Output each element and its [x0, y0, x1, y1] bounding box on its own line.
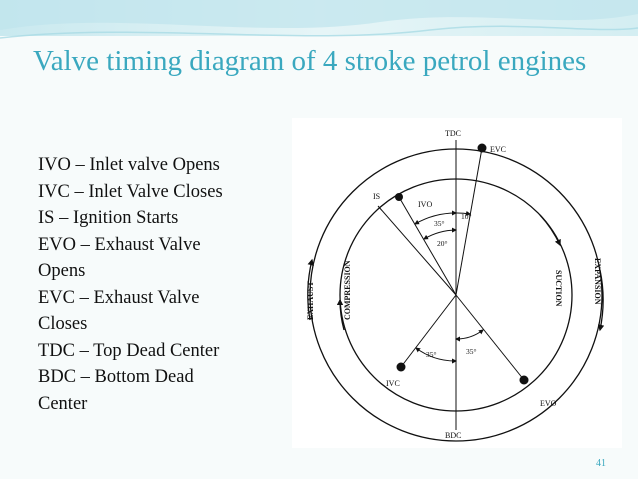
bdc-label: BDC	[445, 431, 461, 440]
exhaust-label: EXHAUST	[306, 281, 315, 320]
is-label: IS	[373, 192, 380, 201]
legend-line: EVO – Exhaust Valve	[38, 234, 201, 255]
compression-label: COMPRESSION	[343, 260, 352, 320]
is-angle-arc	[423, 227, 457, 240]
ivc-label: IVC	[386, 379, 400, 388]
legend-line: BDC – Bottom Dead	[38, 367, 194, 387]
suction-label: SUCTION	[554, 270, 563, 307]
ivc-line	[400, 294, 457, 368]
legend-line: TDC – Top Dead Center	[38, 340, 220, 361]
ivo-angle-label: 35°	[434, 219, 445, 228]
legend-line: Closes	[38, 314, 88, 334]
legend-line: IVC – Inlet Valve Closes	[38, 181, 223, 202]
evc-angle-label: 10°	[461, 212, 472, 221]
compression-direction-arrow	[336, 298, 345, 331]
ivc-angle-label: 35°	[426, 350, 437, 359]
legend-line: EVC – Exhaust Valve	[38, 287, 200, 308]
expansion-direction-arrow	[597, 269, 605, 332]
legend-line: IS – Ignition Starts	[38, 208, 179, 228]
evo-line	[455, 294, 525, 381]
evc-marker	[477, 143, 487, 153]
expansion-label: EXPANSION	[593, 258, 602, 305]
evo-angle-label: 35°	[466, 347, 477, 356]
evo-marker	[519, 375, 529, 385]
evo-angle-arc	[455, 329, 484, 342]
ivo-line	[398, 196, 457, 296]
evc-label: EVC	[490, 145, 506, 154]
decorative-header-band	[0, 0, 638, 39]
legend-line: Opens	[38, 261, 86, 281]
legend-line: IVO – Inlet valve Opens	[38, 155, 220, 175]
diagram-background	[292, 118, 622, 448]
exhaust-direction-arrow	[307, 258, 314, 321]
valve-timing-diagram: TDC BDC EVC IVO IS IVC EVO 10° 35° 20° 3…	[292, 118, 622, 448]
ivc-marker	[396, 362, 406, 372]
is-line	[377, 205, 457, 296]
ivc-angle-arc	[415, 347, 457, 364]
slide-title: Valve timing diagram of 4 stroke petrol …	[33, 45, 587, 77]
evo-label: EVO	[540, 399, 557, 408]
suction-direction-arrow	[539, 214, 561, 247]
tdc-label: TDC	[445, 129, 461, 138]
ivo-marker	[395, 193, 403, 201]
page-number: 41	[596, 458, 606, 469]
legend-list: IVO – Inlet valve Opens IVC – Inlet Valv…	[38, 152, 288, 417]
is-angle-label: 20°	[437, 239, 448, 248]
legend-line: Center	[38, 393, 88, 414]
ivo-angle-arc	[414, 210, 457, 225]
evc-line	[455, 147, 483, 296]
ivo-label: IVO	[418, 200, 432, 209]
